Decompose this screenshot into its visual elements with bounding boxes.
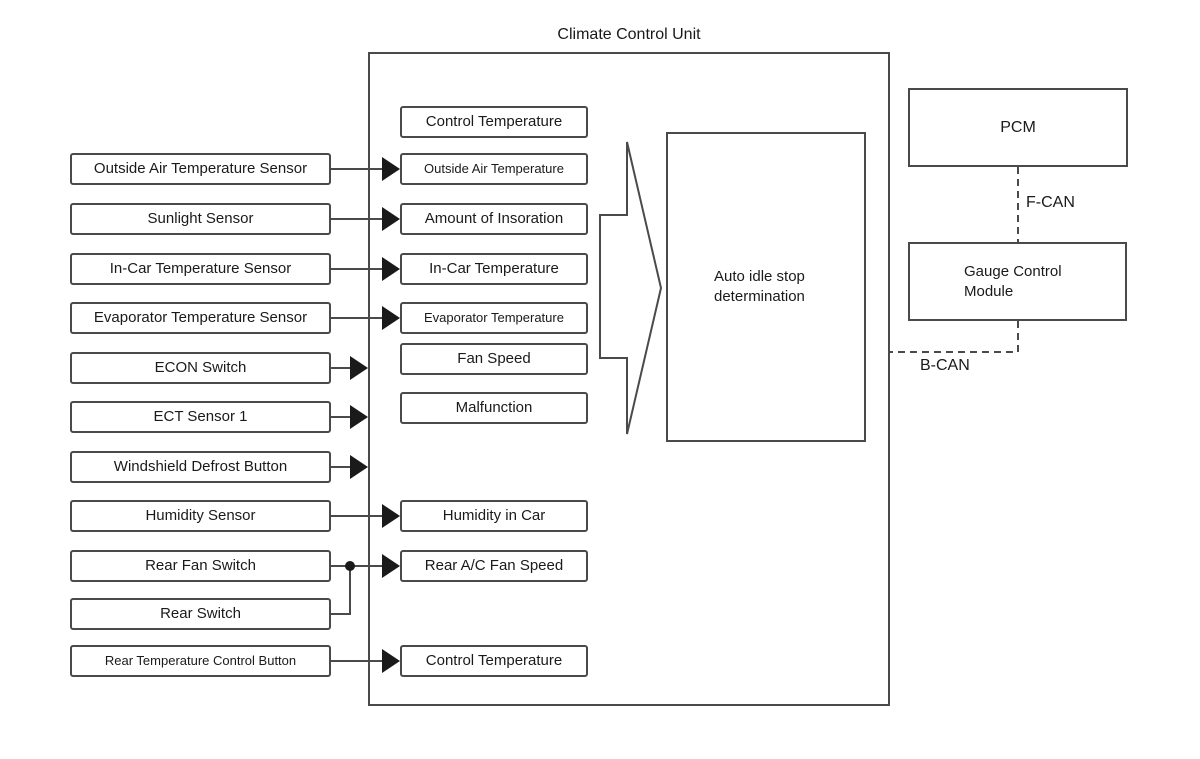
input-box-humidity-sensor: Humidity Sensor (70, 500, 331, 532)
input-box-outside-air-temperature-sensor: Outside Air Temperature Sensor (70, 153, 331, 185)
signal-box-malfunction: Malfunction (400, 392, 588, 424)
gauge-label-line2: Module (964, 282, 1014, 300)
big-arrow-shape (599, 141, 663, 435)
fcan-label: F-CAN (1026, 194, 1075, 211)
arrow-in-car-temperature (331, 257, 400, 281)
climate-control-unit-box (368, 52, 890, 706)
auto-idle-stop-determination-box: Auto idle stop determination (666, 132, 866, 442)
input-box-econ-switch: ECON Switch (70, 352, 331, 384)
determination-line2: determination (714, 288, 805, 305)
arrow-ect-sensor (331, 405, 368, 429)
arrow-evaporator-temperature (331, 306, 400, 330)
diagram-title: Climate Control Unit (557, 26, 701, 43)
signal-box-in-car-temperature: In-Car Temperature (400, 253, 588, 285)
input-box-evaporator-temperature-sensor: Evaporator Temperature Sensor (70, 302, 331, 334)
arrow-econ-switch (331, 356, 368, 380)
arrow-sunlight (331, 207, 400, 231)
arrow-windshield-defrost (331, 455, 368, 479)
input-box-rear-switch: Rear Switch (70, 598, 331, 630)
bcan-label: B-CAN (920, 357, 970, 374)
input-box-ect-sensor-1: ECT Sensor 1 (70, 401, 331, 433)
input-box-sunlight-sensor: Sunlight Sensor (70, 203, 331, 235)
gauge-control-module-box: Gauge Control Module (908, 242, 1127, 321)
input-box-rear-temperature-control-button: Rear Temperature Control Button (70, 645, 331, 677)
input-box-rear-fan-switch: Rear Fan Switch (70, 550, 331, 582)
input-box-windshield-defrost-button: Windshield Defrost Button (70, 451, 331, 483)
bcan-line (890, 321, 1019, 353)
signal-box-humidity-in-car: Humidity in Car (400, 500, 588, 532)
pcm-box: PCM (908, 88, 1128, 167)
signal-box-rear-ac-fan-speed: Rear A/C Fan Speed (400, 550, 588, 582)
pcm-label: PCM (1000, 118, 1036, 136)
determination-line1: Auto idle stop (714, 268, 805, 285)
gauge-label-line1: Gauge Control (964, 262, 1062, 280)
rear-switch-elbow-line (331, 566, 351, 615)
junction-dot (345, 561, 355, 571)
signal-box-amount-of-insoration: Amount of Insoration (400, 203, 588, 235)
signal-box-outside-air-temperature: Outside Air Temperature (400, 153, 588, 185)
signal-box-rear-control-temperature: Control Temperature (400, 645, 588, 677)
arrow-outside-air-temperature (331, 157, 400, 181)
arrow-rear-fan (331, 554, 400, 578)
signal-box-evaporator-temperature: Evaporator Temperature (400, 302, 588, 334)
arrow-humidity (331, 504, 400, 528)
signal-box-fan-speed: Fan Speed (400, 343, 588, 375)
signal-box-control-temperature: Control Temperature (400, 106, 588, 138)
arrow-rear-temperature-control (331, 649, 400, 673)
input-box-in-car-temperature-sensor: In-Car Temperature Sensor (70, 253, 331, 285)
